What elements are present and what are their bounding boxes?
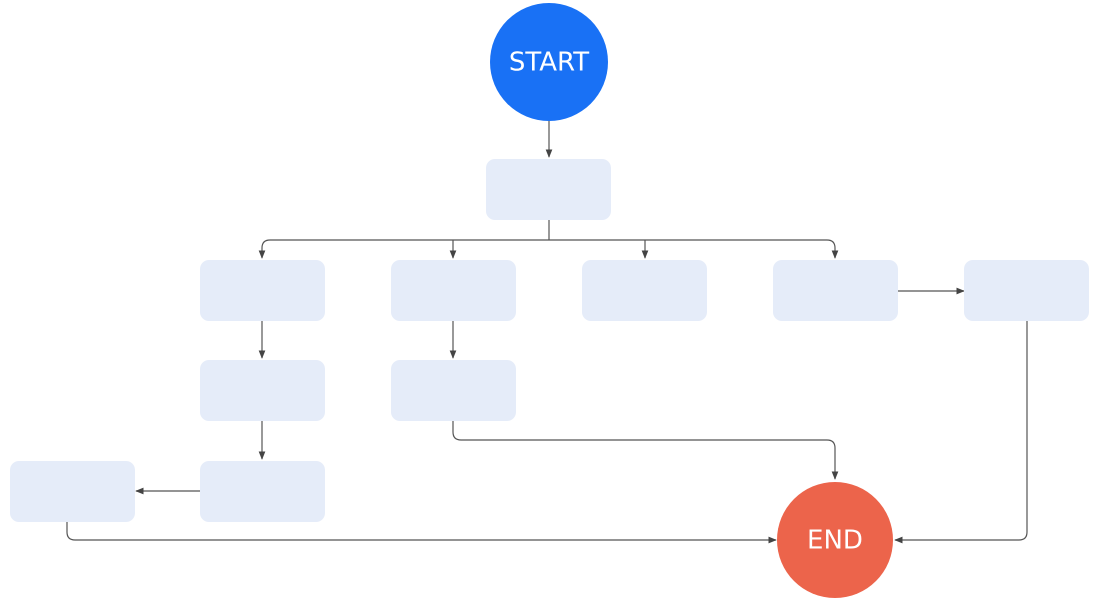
process-box-branch-2-step-1 xyxy=(391,360,516,421)
edge-side-to-end xyxy=(894,321,1028,544)
edge-root-to-branch-4 xyxy=(549,239,839,259)
process-box-left xyxy=(10,461,135,522)
start-label: START xyxy=(509,48,589,78)
edge-root-to-branch-1 xyxy=(258,239,549,259)
process-box-branch-1 xyxy=(200,260,325,321)
process-box-branch-4 xyxy=(773,260,898,321)
process-box-branch-1-step-1 xyxy=(200,360,325,421)
process-box-branch-3 xyxy=(582,260,707,321)
process-box-branch-1-step-2 xyxy=(200,461,325,522)
connectors xyxy=(66,121,1028,544)
end-circle xyxy=(777,482,893,598)
process-boxes xyxy=(10,159,1089,522)
process-box-root xyxy=(486,159,611,220)
start-node: START xyxy=(490,3,608,121)
process-box-branch-2 xyxy=(391,260,516,321)
start-circle xyxy=(490,3,608,121)
end-node: END xyxy=(777,482,893,598)
end-label: END xyxy=(807,526,863,556)
edge-left-to-end xyxy=(66,521,777,544)
edge-branch-2-step-to-end xyxy=(452,421,839,480)
process-box-side xyxy=(964,260,1089,321)
